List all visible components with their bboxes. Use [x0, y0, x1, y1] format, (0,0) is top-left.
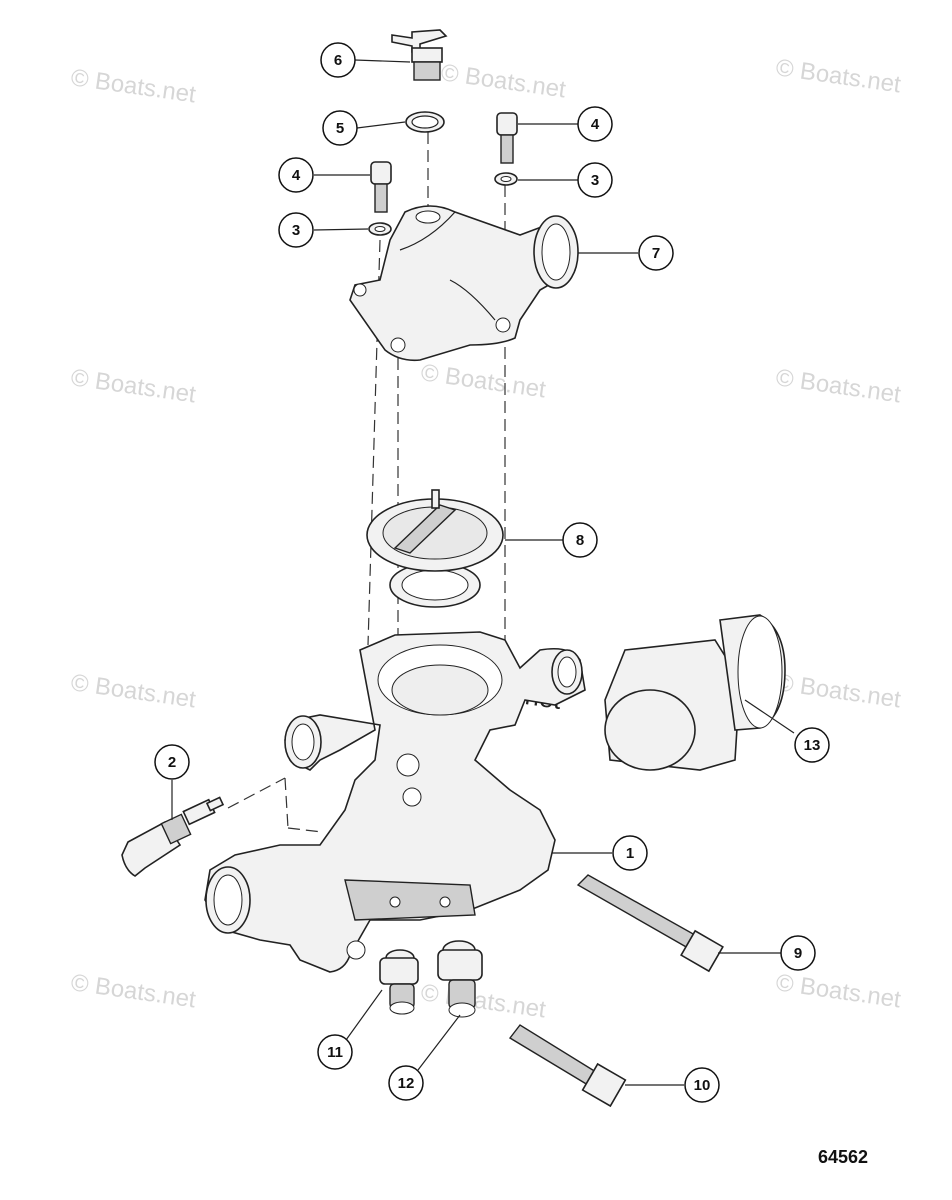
callout-10: 10: [684, 1067, 720, 1103]
callout-label: 10: [694, 1077, 711, 1094]
callout-label: 1: [626, 845, 634, 862]
callout-8: 8: [562, 522, 598, 558]
watermark: © Boats.net: [419, 359, 548, 403]
callout-1: 1: [612, 835, 648, 871]
callout-label: 13: [804, 737, 821, 754]
callout-12: 12: [388, 1065, 424, 1101]
leader-lines: [171, 59, 795, 1086]
callout-label: 4: [292, 167, 301, 184]
callout-label: 12: [398, 1075, 415, 1092]
temperature-sensor-part: [121, 796, 225, 877]
hose-fitting-part: [604, 614, 786, 771]
thermostat-cover-part: [349, 205, 579, 362]
bolt-part-long: [576, 874, 724, 973]
callout-label: 3: [292, 222, 300, 239]
callout-3-left: 3: [278, 212, 314, 248]
bolt-part-short: [508, 1024, 627, 1108]
callout-7: 7: [638, 235, 674, 271]
watermark: © Boats.net: [69, 64, 198, 108]
callout-13: 13: [794, 727, 830, 763]
callout-label: 3: [591, 172, 599, 189]
callout-3-right: 3: [577, 162, 613, 198]
callout-label: 11: [327, 1044, 343, 1061]
watermark: © Boats.net: [69, 969, 198, 1013]
callout-5: 5: [322, 110, 358, 146]
screw-part-left: [370, 161, 392, 213]
callout-11: 11: [317, 1034, 353, 1070]
thermostat-part: [366, 489, 504, 608]
callout-label: 2: [168, 754, 176, 771]
watermark: © Boats.net: [439, 59, 568, 103]
watermark: © Boats.net: [774, 969, 903, 1013]
small-fitting-part: [379, 949, 419, 1015]
callout-2: 2: [154, 744, 190, 780]
callout-label: 6: [334, 52, 342, 69]
callout-label: 9: [794, 945, 802, 962]
figure-number: 64562: [818, 1147, 868, 1167]
callout-4-right: 4: [577, 106, 613, 142]
watermark: © Boats.net: [419, 979, 548, 1023]
bleed-screw-part: [391, 29, 448, 81]
callout-label: 7: [652, 245, 660, 262]
screw-part-right: [496, 112, 518, 164]
watermark: © Boats.net: [69, 669, 198, 713]
watermark: © Boats.net: [774, 54, 903, 98]
watermark: © Boats.net: [774, 364, 903, 408]
callout-6: 6: [320, 42, 356, 78]
callout-label: 8: [576, 532, 584, 549]
callout-label: 5: [336, 120, 344, 137]
large-fitting-part: [437, 940, 483, 1018]
callout-9: 9: [780, 935, 816, 971]
washer-parts: [368, 172, 518, 236]
watermark: © Boats.net: [69, 364, 198, 408]
callout-4-left: 4: [278, 157, 314, 193]
callout-label: 4: [591, 116, 600, 133]
watermark: © Boats.net: [774, 669, 903, 713]
thermostat-housing-part: [204, 631, 586, 973]
